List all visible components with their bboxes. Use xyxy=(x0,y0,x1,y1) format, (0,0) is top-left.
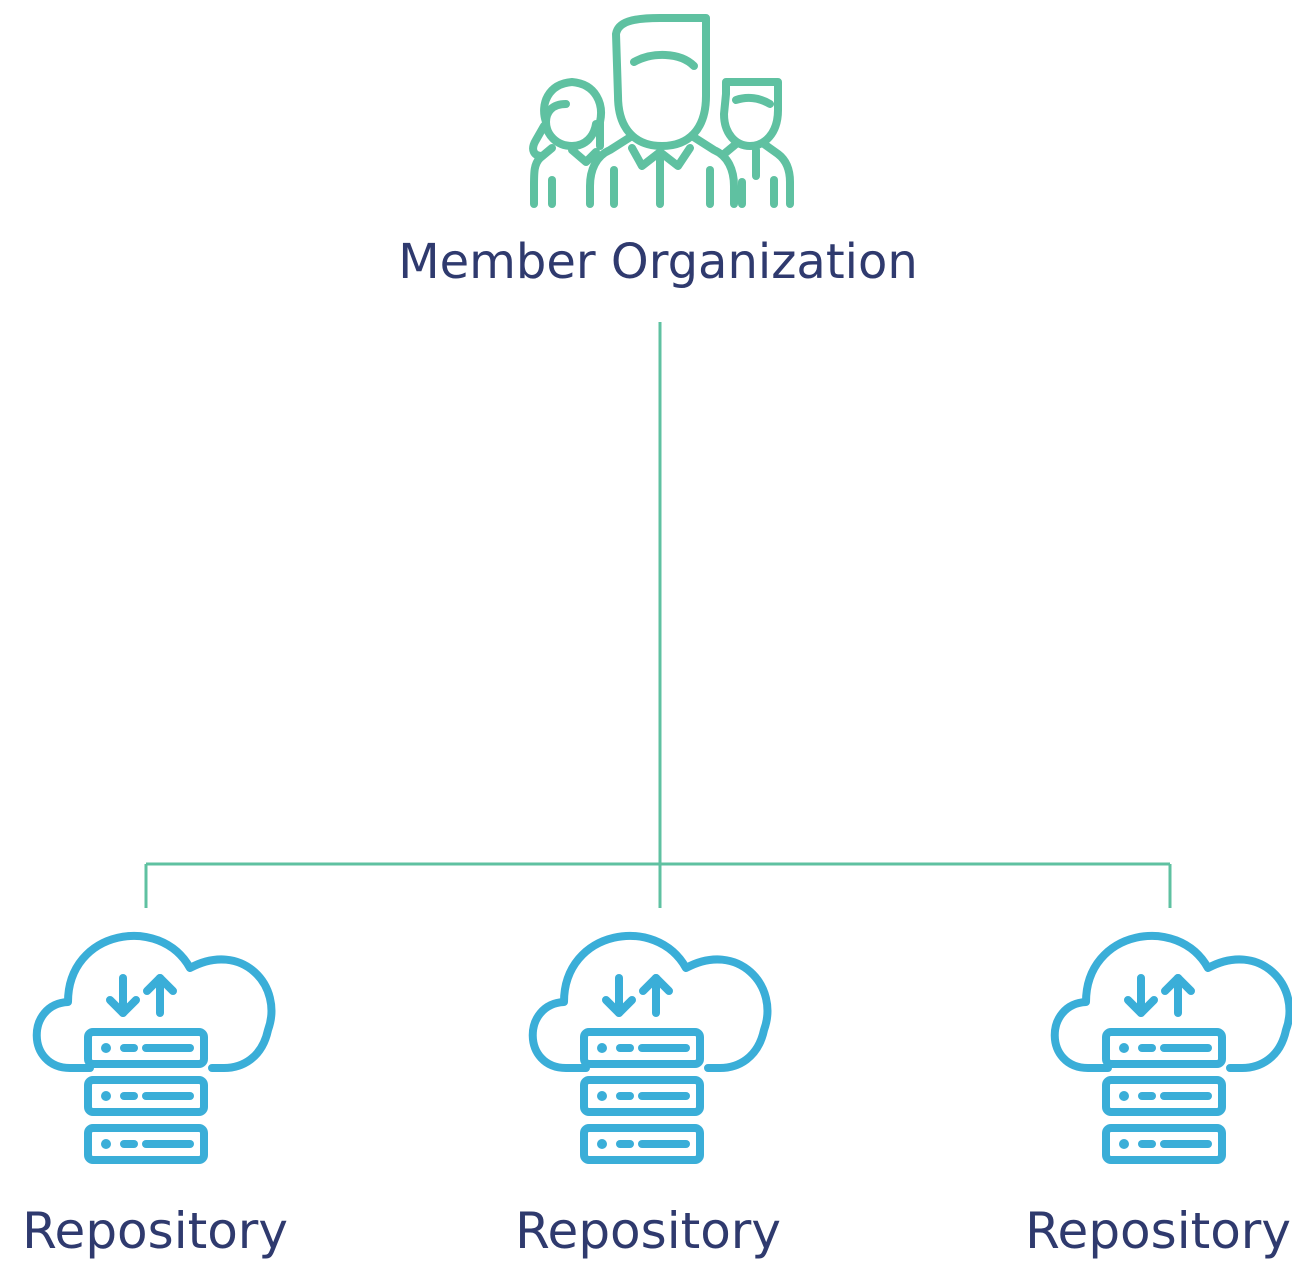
group-of-people-icon xyxy=(529,14,794,208)
cloud-server-sync-icon xyxy=(1055,936,1290,1160)
cloud-server-sync-icon xyxy=(37,936,272,1160)
repository-label: Repository xyxy=(1025,1202,1291,1260)
organization-label: Member Organization xyxy=(398,234,918,290)
cloud-server-sync-icon xyxy=(533,936,768,1160)
repository-label: Repository xyxy=(515,1202,781,1260)
repository-label: Repository xyxy=(22,1202,288,1260)
connector-lines xyxy=(144,322,1172,908)
